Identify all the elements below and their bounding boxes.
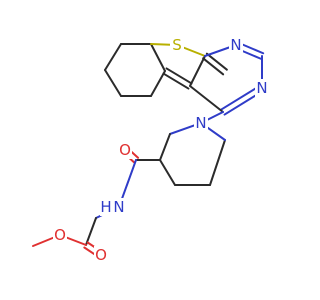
- bond-p1-p2: [159, 133, 171, 161]
- atom-label-o-ester: O: [54, 226, 66, 244]
- atom-n2: N: [255, 79, 269, 97]
- bond-ct-cp: [205, 52, 228, 71]
- bond-c7-ct: [189, 55, 206, 87]
- bond-p2-p3: [159, 159, 176, 186]
- atom-label-n-amide: N: [113, 198, 124, 216]
- atom-label-layer: S N N N N H O O: [53, 36, 269, 264]
- bond-ch2-ce: [85, 217, 97, 246]
- bond-p4-p5: [209, 139, 226, 186]
- bond-c4-c5: [150, 70, 166, 97]
- atom-o1: O: [118, 141, 132, 159]
- atom-label-o-carbonyl-amide: O: [119, 141, 131, 159]
- atom-n1: N: [229, 36, 243, 54]
- atom-n3: N: [194, 114, 208, 132]
- bond-layer: [32, 41, 265, 259]
- bond-c5-c7: [162, 72, 190, 90]
- atom-s1: S: [170, 36, 184, 54]
- atom-o2: O: [53, 226, 67, 244]
- bond-c5-c6: [150, 43, 166, 72]
- molecule-diagram: S N N N N H O O: [32, 36, 269, 264]
- atom-h-amide: H: [100, 198, 112, 216]
- atom-label-s: S: [172, 36, 182, 54]
- bond-c9-c7: [189, 85, 224, 113]
- bond-c1-c2: [104, 43, 122, 71]
- atom-label-n-pyrimidine-right: N: [256, 79, 267, 97]
- atom-o3: O: [94, 246, 108, 264]
- atom-label-h-amide: H: [100, 198, 111, 216]
- atom-label-n-piperidine: N: [195, 114, 206, 132]
- bond-ct-cp: [202, 57, 225, 76]
- bond-n2-c9: [220, 84, 262, 111]
- bond-c5-c7: [165, 67, 193, 85]
- atom-n4: N: [111, 198, 127, 216]
- atom-label-n-pyrimidine-top: N: [230, 36, 241, 54]
- bond-c2-c3: [104, 69, 122, 97]
- atom-label-o-carbonyl-ester: O: [95, 246, 107, 264]
